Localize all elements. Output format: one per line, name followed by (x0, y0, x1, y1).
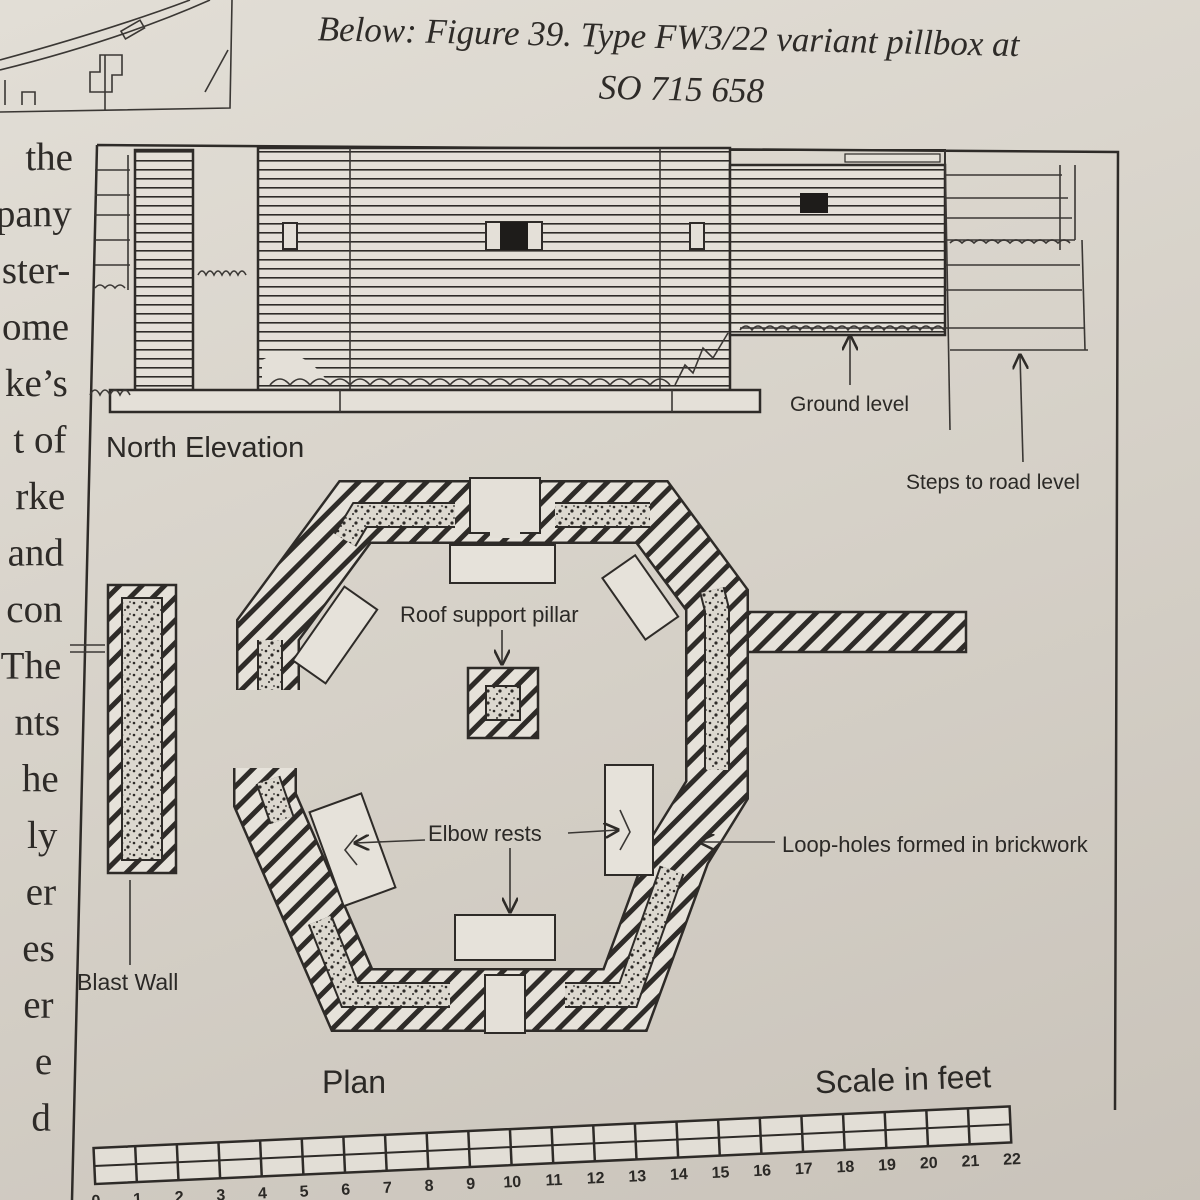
scale-tick (925, 1110, 930, 1147)
scale-title: Scale in feet (814, 1058, 991, 1100)
scale-tick (633, 1123, 638, 1160)
figure-caption: Below: Figure 39. Type FW3/22 variant pi… (317, 9, 1021, 111)
body-text-line: er (23, 984, 53, 1027)
scale-tick-label: 22 (1003, 1151, 1022, 1169)
elbow-rests-label: Elbow rests (428, 821, 542, 846)
body-text-line: rke (15, 475, 65, 518)
scale-tick-label: 3 (216, 1187, 226, 1200)
body-text-line: he (22, 758, 59, 801)
scale-tick (883, 1112, 888, 1149)
scale-tick-label: 16 (753, 1162, 772, 1180)
ground-level-label: Ground level (790, 393, 909, 416)
steps-elevation (740, 149, 1088, 431)
scale-tick-label: 9 (466, 1176, 476, 1193)
scale-tick-label: 10 (503, 1174, 522, 1192)
steps-label: Steps to road level (906, 471, 1080, 494)
scale-tick (716, 1119, 722, 1156)
scale-tick (841, 1113, 846, 1151)
scale-tick-label: 20 (919, 1155, 938, 1173)
scale-tick (133, 1146, 139, 1183)
body-text-line: ly (27, 814, 58, 857)
scale-tick-label: 7 (383, 1180, 393, 1197)
scale-tick (966, 1108, 971, 1145)
body-text-line: con (6, 588, 62, 631)
body-text-line: The (1, 645, 62, 688)
roof-support-pillar-label: Roof support pillar (400, 602, 579, 627)
body-text-line: the (25, 136, 73, 179)
scale-tick-label: 4 (258, 1185, 268, 1200)
scale-tick-label: 19 (878, 1157, 897, 1175)
wing-wall (738, 610, 968, 654)
scale-tick-label: 8 (424, 1178, 434, 1195)
scale-tick (300, 1138, 305, 1175)
scale-tick-label: 14 (670, 1166, 689, 1184)
elbow-rests (291, 544, 680, 961)
scale-tick (383, 1134, 388, 1171)
scale-tick-label: 2 (174, 1189, 184, 1200)
body-text-line: and (8, 532, 65, 575)
map-inset (0, 0, 233, 113)
scale-tick-label: 6 (341, 1181, 351, 1198)
scale-tick-label: 11 (545, 1172, 563, 1190)
scale-tick (550, 1127, 555, 1164)
scale-tick (591, 1125, 597, 1162)
scale-bar: 012345678910111213141516171819202122 (91, 1105, 1022, 1200)
scale-tick (675, 1121, 680, 1158)
body-text-line: t of (13, 419, 66, 462)
scale-tick-label: 15 (711, 1164, 730, 1182)
scale-tick (425, 1132, 430, 1169)
scale-tick-label: 17 (795, 1160, 814, 1178)
caption-line-2: SO 715 658 (598, 68, 765, 111)
body-text-line: er (26, 871, 56, 914)
scale-tick-label: 13 (628, 1168, 647, 1186)
body-text-line: ke’s (5, 362, 68, 405)
loophole-top (469, 477, 541, 534)
scale-tick-label: 18 (836, 1159, 855, 1177)
north-elevation-drawing: Ground level Steps to road level North E… (89, 146, 1088, 494)
scale-tick (758, 1117, 763, 1154)
scale-tick (217, 1142, 222, 1179)
loophole-bottom (484, 974, 526, 1034)
body-text-line: es (22, 927, 55, 970)
scale-tick (800, 1115, 805, 1152)
scale-tick-label: 1 (133, 1191, 143, 1200)
loop-holes-label: Loop-holes formed in brickwork (782, 832, 1089, 857)
body-text-line: ome (2, 306, 69, 349)
body-text-line: d (31, 1097, 51, 1140)
blast-wall-elevation (133, 148, 195, 392)
body-text-line: nts (14, 701, 60, 744)
scale-tick-label: 0 (91, 1193, 101, 1200)
scale-tick (258, 1140, 263, 1177)
scale-tick (508, 1129, 513, 1166)
plan-drawing: Roof support pillar Elbow rests Loop-hol… (70, 477, 1089, 1100)
body-text-line: ster- (2, 249, 71, 292)
scale-tick (467, 1130, 472, 1168)
caption-line-1: Below: Figure 39. Type FW3/22 variant pi… (317, 9, 1021, 64)
body-text-line: e (35, 1040, 52, 1083)
scale-tick-label: 12 (586, 1170, 605, 1188)
blast-wall-label: Blast Wall (77, 969, 178, 995)
scale-tick (175, 1144, 180, 1181)
north-elevation-title: North Elevation (106, 432, 304, 464)
scale-tick-label: 21 (961, 1153, 980, 1171)
scale-tick-label: 5 (299, 1183, 309, 1200)
body-text-line: pany (0, 193, 72, 236)
loophole-window (800, 193, 828, 213)
plan-title: Plan (322, 1064, 386, 1100)
scale-tick (342, 1136, 347, 1173)
